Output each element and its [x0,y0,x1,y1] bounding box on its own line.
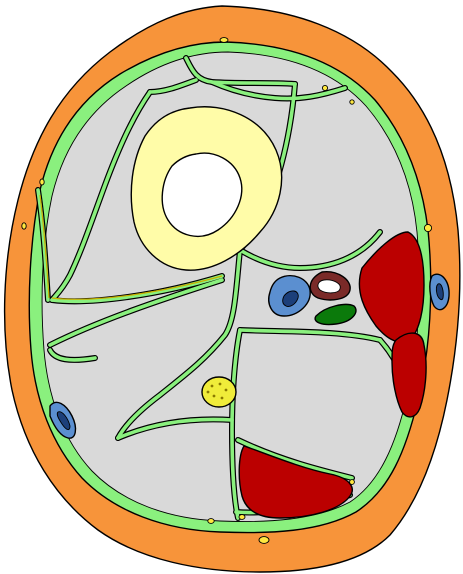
diagram-stage [0,0,463,574]
cross-section-diagram [0,0,463,574]
